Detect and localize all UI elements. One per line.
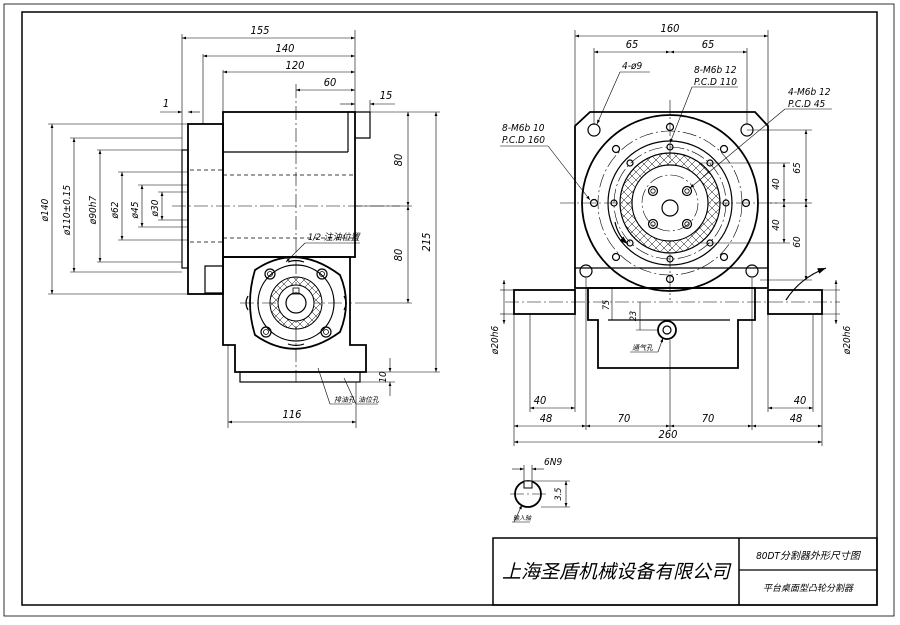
side-top-notch <box>355 111 371 139</box>
side-dim-phi140: ø140 <box>40 198 51 222</box>
front-dim-40-top: 40 <box>771 178 782 190</box>
side-input-shaft-end <box>245 256 347 350</box>
side-dim-15: 15 <box>380 89 393 102</box>
side-flange-pilot <box>181 149 189 269</box>
side-dim-phi90: ø90h7 <box>88 196 99 226</box>
inner-border <box>21 11 878 606</box>
keyway-label: 输入轴 <box>513 514 532 522</box>
side-dim-phi45: ø45 <box>130 201 141 219</box>
side-view: 155 140 120 60 15 1 ø1 <box>40 24 440 428</box>
front-top-dimensions: 160 65 65 <box>574 22 769 126</box>
front-dim-75: 75 <box>602 300 612 310</box>
front-dim-260: 260 <box>659 428 678 441</box>
front-dim-65a: 65 <box>626 38 639 51</box>
side-dim-140: 140 <box>276 42 295 55</box>
front-vent-hole <box>657 320 677 340</box>
side-dim-215: 215 <box>420 233 433 252</box>
front-dim-70-right: 70 <box>702 412 715 425</box>
front-dim-48-left: 48 <box>540 412 553 425</box>
drawing-title: 80DT分割器外形尺寸图 <box>756 550 862 562</box>
callout-pcd45: P.C.D 45 <box>788 99 826 110</box>
callout-pcd110: P.C.D 110 <box>694 77 737 88</box>
outer-border <box>3 3 895 617</box>
callout-4-phi9: 4-ø9 <box>622 61 642 72</box>
callout-pcd160: P.C.D 160 <box>502 135 545 146</box>
front-dim-40-bot: 40 <box>771 219 782 231</box>
side-dim-155: 155 <box>251 24 270 37</box>
front-m6-pcd160-holes <box>589 122 751 284</box>
front-dim-40-left: 40 <box>534 394 547 407</box>
front-right-dimensions: 65 40 40 60 <box>700 129 812 281</box>
side-dim-phi110: ø110±0.15 <box>62 185 73 237</box>
side-dim-116: 116 <box>283 408 302 421</box>
front-view: 160 65 65 4-ø9 8-M6b 12 P.C.D 110 4-M6b … <box>490 22 853 446</box>
side-dim-120: 120 <box>286 59 305 72</box>
keyway-width: 6N9 <box>544 457 562 468</box>
front-dim-65b: 65 <box>702 38 715 51</box>
front-dim-65-right: 65 <box>792 162 803 174</box>
side-label-drain: 排油孔 <box>334 396 356 404</box>
side-dim-1: 1 <box>163 97 169 110</box>
front-dim-48-right: 48 <box>790 412 803 425</box>
keyway-detail: 6N9 3.5 输入轴 <box>510 457 570 523</box>
title-block: 上海圣盾机械设备有限公司 80DT分割器外形尺寸图 平台桌面型凸轮分割器 <box>492 537 878 606</box>
front-m6-pcd45-holes <box>647 185 693 230</box>
front-dim-23: 23 <box>629 311 639 321</box>
side-dim-phi30: ø30 <box>150 199 161 217</box>
front-shaft-left-dim: ø20h6 <box>490 326 501 356</box>
front-dim-70-left: 70 <box>618 412 631 425</box>
front-bottom-dimensions: 40 48 70 70 40 48 260 <box>513 278 823 446</box>
front-dim-160: 160 <box>661 22 680 35</box>
front-lower-housing <box>587 287 756 369</box>
product-name: 平台桌面型凸轮分割器 <box>763 583 854 594</box>
side-right-dimensions: 80 80 215 10 <box>355 111 440 396</box>
side-label-half-oil: 1/2 注油位置 <box>308 232 361 243</box>
front-dim-40-right: 40 <box>794 394 807 407</box>
side-dim-80b: 80 <box>392 249 405 262</box>
callout-4-m6-12: 4-M6b 12 <box>788 87 831 98</box>
front-vent-label: 通气孔 <box>632 344 654 352</box>
front-shaft-right-dim: ø20h6 <box>842 326 853 356</box>
side-top-dimensions: 155 140 120 60 15 1 <box>160 24 395 150</box>
side-dim-80a: 80 <box>392 154 405 167</box>
side-dim-60: 60 <box>324 76 337 89</box>
front-callouts: 4-ø9 8-M6b 12 P.C.D 110 4-M6b 12 P.C.D 4… <box>500 61 832 201</box>
front-dim-60-right: 60 <box>792 236 803 248</box>
side-dim-10: 10 <box>378 371 389 383</box>
keyway-depth: 3.5 <box>554 488 564 501</box>
side-label-oil-level: 油位孔 <box>358 396 380 404</box>
company-name: 上海圣盾机械设备有限公司 <box>502 561 732 583</box>
callout-8-m6-10: 8-M6b 10 <box>502 123 545 134</box>
side-dim-phi62: ø62 <box>110 201 121 219</box>
side-base <box>239 371 361 383</box>
side-left-dimensions: ø140 ø110±0.15 ø90h7 ø62 ø45 ø30 <box>40 123 188 295</box>
callout-8-m6-12: 8-M6b 12 <box>694 65 737 76</box>
front-pcd160-circle <box>581 114 759 292</box>
